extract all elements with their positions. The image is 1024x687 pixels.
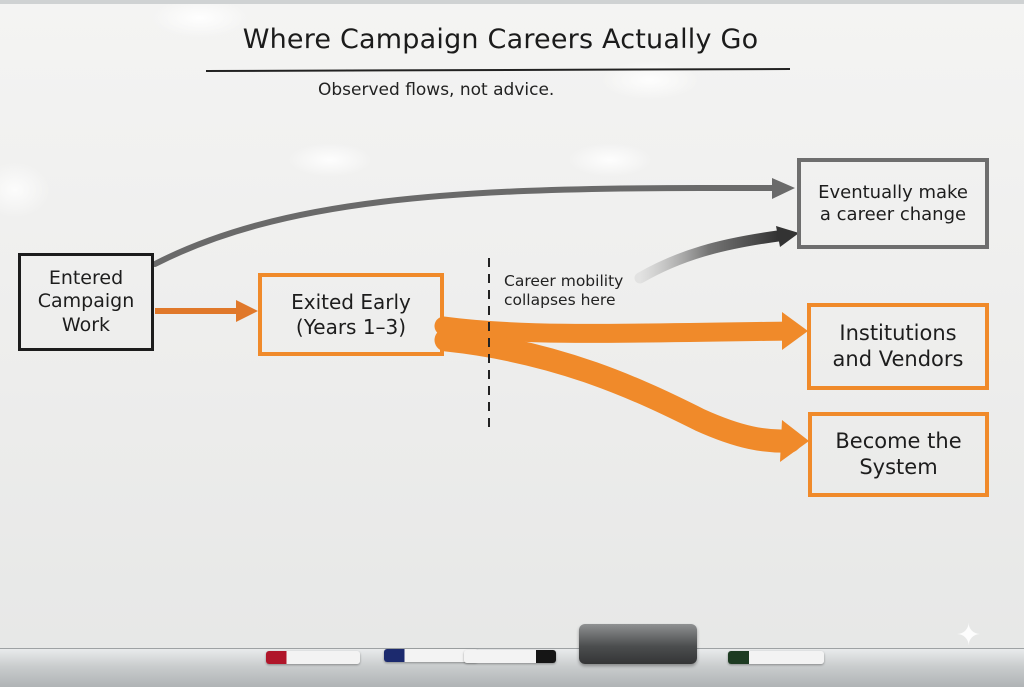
node-system-label: Become the System: [835, 429, 961, 480]
node-entered-label: Entered Campaign Work: [38, 267, 135, 337]
mobility-annotation: Career mobility collapses here: [504, 272, 623, 310]
node-exited-label: Exited Early (Years 1–3): [291, 290, 411, 339]
black-marker: [464, 650, 556, 663]
node-institutions-label: Institutions and Vendors: [833, 321, 964, 372]
node-career-change: Eventually make a career change: [797, 158, 989, 249]
red-marker: [266, 651, 360, 664]
sparkle-icon: ✦: [956, 618, 981, 653]
arrowhead-career-change: [772, 178, 795, 199]
arrowhead-institutions: [782, 312, 808, 350]
node-entered-campaign-work: Entered Campaign Work: [18, 253, 154, 351]
flow-faded-to-career-change: [640, 236, 778, 278]
node-exited-early: Exited Early (Years 1–3): [258, 273, 444, 356]
node-institutions-vendors: Institutions and Vendors: [807, 303, 989, 390]
node-become-system: Become the System: [808, 412, 989, 497]
node-career-change-label: Eventually make a career change: [818, 182, 968, 226]
arrowhead-exited: [236, 300, 258, 322]
flow-exited-to-system: [446, 340, 790, 441]
green-marker: [728, 651, 824, 664]
arrowhead-system: [780, 420, 809, 462]
arrowhead-faded: [776, 226, 799, 247]
flow-exited-to-institutions: [444, 326, 790, 333]
eraser: [579, 624, 697, 664]
